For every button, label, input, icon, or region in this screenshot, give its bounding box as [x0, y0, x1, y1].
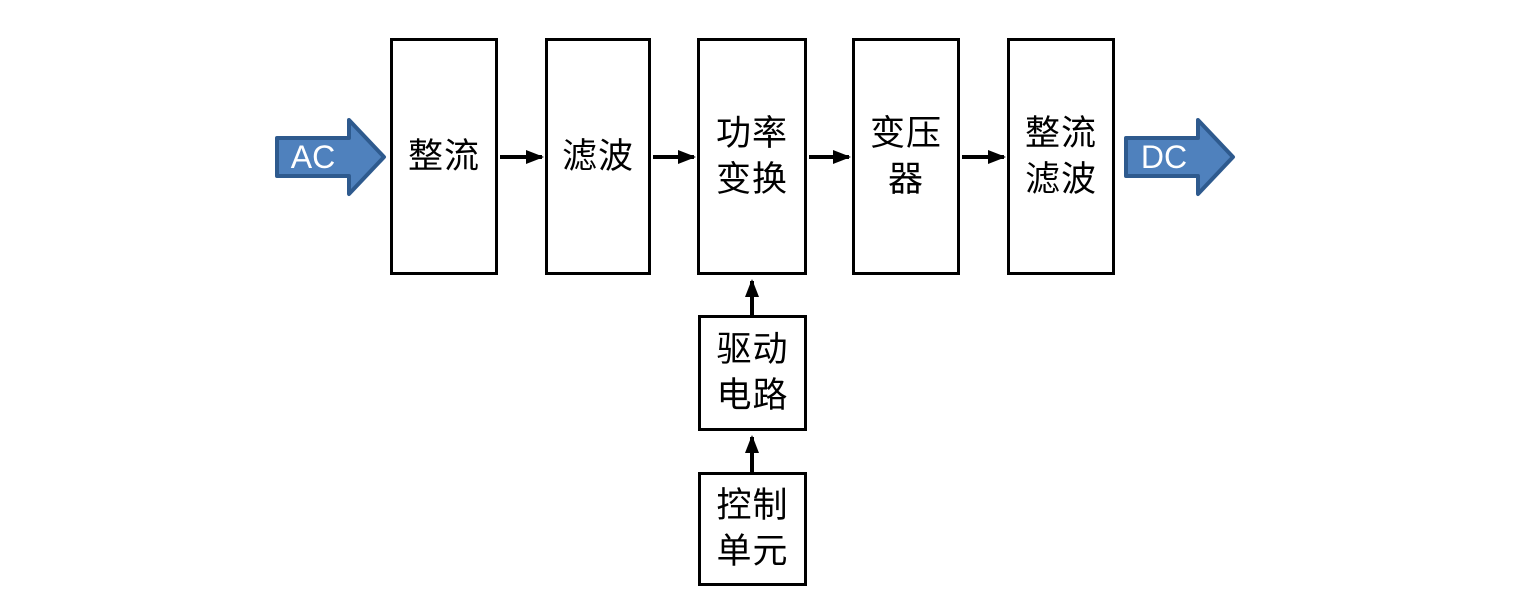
ac-arrow-label: AC: [291, 139, 335, 175]
block-filter-label: 滤波: [561, 136, 634, 176]
block-power-conversion: 功率 变换: [697, 38, 807, 275]
block-drive-circuit: 驱动 电路: [698, 315, 807, 431]
dc-arrow-shape: [1124, 118, 1235, 196]
block-control-unit: 控制 单元: [698, 472, 807, 586]
block-power-conversion-label: 功率 变换: [715, 113, 788, 199]
dc-arrow-label: DC: [1141, 139, 1187, 175]
ac-input-arrow: AC: [275, 118, 386, 196]
block-rectifier: 整流: [390, 38, 498, 275]
block-rectifier-label: 整流: [407, 136, 480, 176]
block-rectifier-filter-label: 整流 滤波: [1024, 113, 1097, 199]
dc-output-arrow: DC: [1124, 118, 1235, 196]
block-transformer: 变压 器: [852, 38, 960, 275]
block-filter: 滤波: [545, 38, 651, 275]
block-transformer-label: 变压 器: [869, 113, 942, 199]
block-control-unit-label: 控制 单元: [716, 486, 789, 571]
block-drive-circuit-label: 驱动 电路: [716, 330, 789, 415]
block-rectifier-filter: 整流 滤波: [1007, 38, 1115, 275]
ac-arrow-shape: [275, 118, 386, 196]
